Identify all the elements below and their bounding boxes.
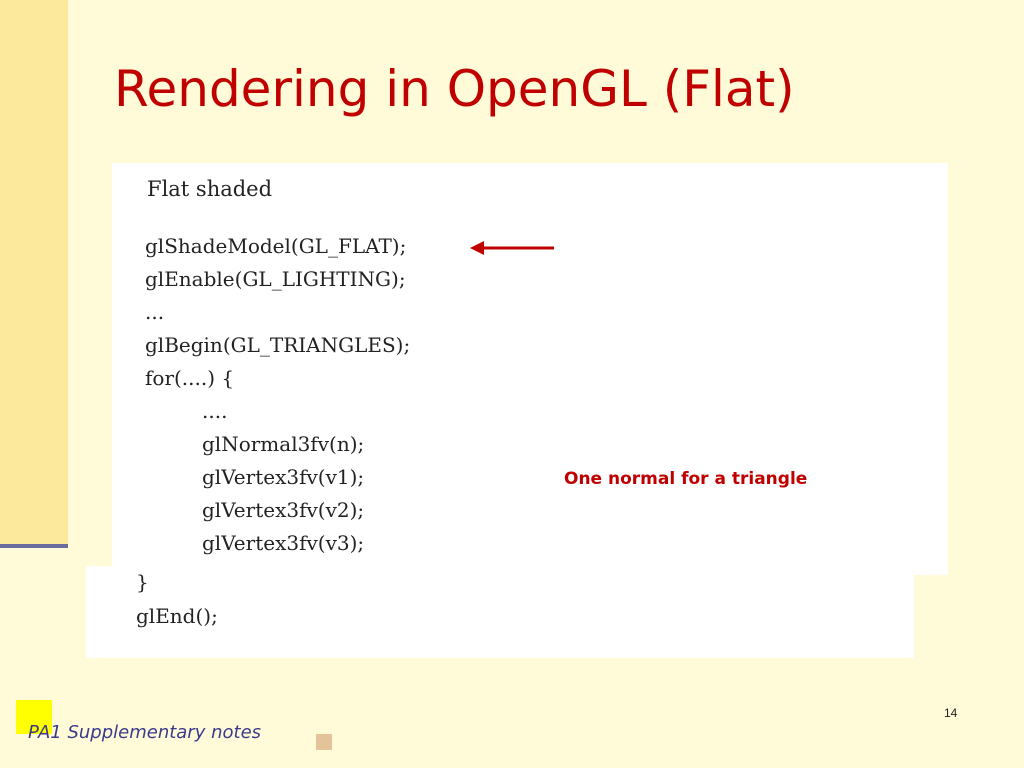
footer-label: PA1 Supplementary notes (28, 722, 262, 743)
left-accent-rule (0, 544, 68, 548)
code-line: glEnd(); (136, 604, 218, 628)
left-arrow-icon (470, 241, 554, 255)
code-line: for(....) { (145, 366, 235, 390)
code-line: .... (202, 399, 228, 423)
annotation-label: One normal for a triangle (564, 469, 808, 489)
code-line: glVertex3fv(v2); (202, 498, 365, 522)
code-line: ... (145, 300, 165, 324)
page-number: 14 (944, 706, 958, 720)
code-line: glBegin(GL_TRIANGLES); (145, 333, 411, 357)
code-line: glNormal3fv(n); (202, 432, 365, 456)
code-line: glEnable(GL_LIGHTING); (145, 267, 406, 291)
left-accent-band (0, 0, 68, 546)
code-panel-heading: Flat shaded (147, 177, 273, 201)
code-panel-continuation: } glEnd(); (86, 566, 914, 658)
code-line: } (136, 570, 149, 594)
slide-title: Rendering in OpenGL (Flat) (114, 60, 795, 118)
footer-accent-square (16, 700, 52, 734)
code-line: glShadeModel(GL_FLAT); (145, 234, 407, 258)
code-line: glVertex3fv(v1); (202, 465, 365, 489)
code-line: glVertex3fv(v3); (202, 531, 365, 555)
footer-small-square (316, 734, 332, 750)
code-panel: Flat shaded glShadeModel(GL_FLAT); glEna… (112, 163, 948, 575)
